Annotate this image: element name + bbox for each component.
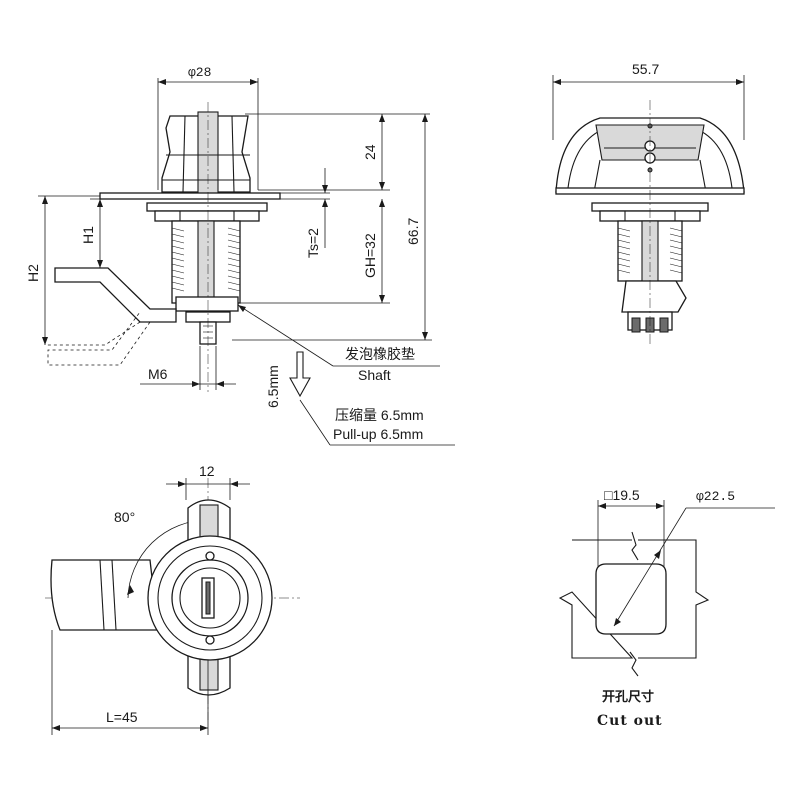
pullup-label: Pull-up 6.5mm xyxy=(333,426,423,442)
foam-gasket-label: 发泡橡胶垫 xyxy=(345,346,415,362)
pull-dim-label: 6.5mm xyxy=(265,365,281,408)
m6-label: M6 xyxy=(148,366,168,382)
diam-28-label: φ28 xyxy=(188,65,211,80)
thread-lines xyxy=(171,227,241,292)
dim-66-7-label: 66.7 xyxy=(405,218,421,245)
cutout-cn-label: 开孔尺寸 xyxy=(602,689,654,705)
ts-2-label: Ts=2 xyxy=(305,228,321,258)
dim-12-label: 12 xyxy=(199,463,215,479)
angle-80-label: 80° xyxy=(114,509,135,525)
cutout-view: □19.5 φ22.5 开孔尺寸 Cut out xyxy=(558,487,775,729)
cutout-en-label: Cut out xyxy=(597,713,663,729)
shaft-label: Shaft xyxy=(358,367,391,383)
h1-label: H1 xyxy=(80,226,96,244)
l-45-label: L=45 xyxy=(106,709,138,725)
square-19-5-label: □19.5 xyxy=(604,487,640,503)
top-view: 12 80° L=45 xyxy=(45,463,300,735)
compression-label: 压缩量 6.5mm xyxy=(335,407,424,423)
width-55-7-label: 55.7 xyxy=(632,61,659,77)
diam-22-5-label: φ22.5 xyxy=(696,489,735,504)
dim-24-label: 24 xyxy=(362,144,378,160)
front-view: φ28 xyxy=(25,65,455,446)
h2-label: H2 xyxy=(25,264,41,282)
gh-32-label: GH=32 xyxy=(362,233,378,278)
side-view: 55.7 xyxy=(552,61,745,345)
